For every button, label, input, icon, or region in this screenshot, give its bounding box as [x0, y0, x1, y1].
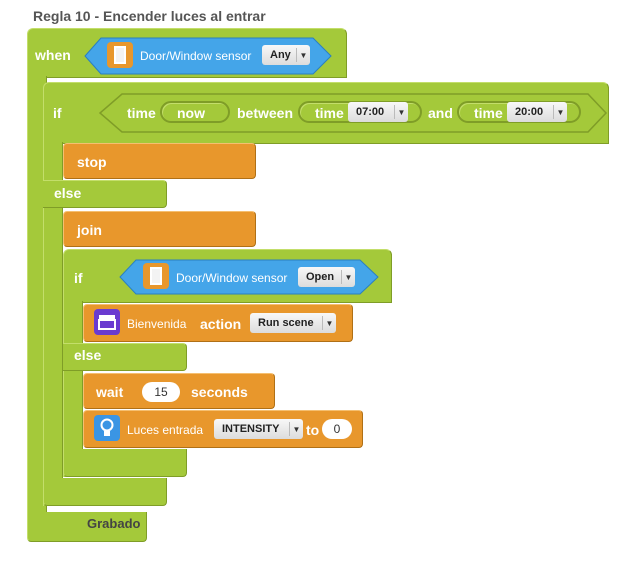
- scene-action-label: action: [200, 316, 242, 332]
- inner-if-footer: [63, 449, 187, 477]
- if-block-spine: [43, 142, 63, 506]
- chevron-down-icon: ▼: [296, 48, 310, 62]
- when-sensor-dropdown[interactable]: Any ▼: [262, 45, 310, 65]
- light-property-value: INTENSITY: [222, 423, 280, 435]
- else-block[interactable]: [43, 180, 167, 208]
- join-block[interactable]: [63, 211, 256, 247]
- light-property-dropdown[interactable]: INTENSITY ▼: [214, 419, 303, 439]
- scene-action-dropdown[interactable]: Run scene ▼: [250, 313, 336, 333]
- end-time-dropdown[interactable]: 20:00 ▼: [507, 102, 567, 122]
- wait-label: wait: [96, 384, 124, 400]
- chevron-down-icon: ▼: [553, 105, 567, 119]
- and-label: and: [428, 105, 453, 121]
- door-window-icon: [143, 263, 169, 289]
- if-label: if: [53, 105, 62, 121]
- door-window-icon: [107, 42, 133, 68]
- wait-unit-label: seconds: [191, 384, 248, 400]
- when-label: when: [35, 47, 71, 63]
- save-status: Grabado: [87, 516, 141, 531]
- rule-title: Regla 10 - Encender luces al entrar: [33, 8, 266, 24]
- light-value-input[interactable]: 0: [322, 419, 352, 439]
- now-label: now: [177, 105, 205, 121]
- light-name: Luces entrada: [127, 423, 204, 437]
- light-to-label: to: [306, 422, 320, 438]
- when-sensor-name: Door/Window sensor: [140, 49, 252, 63]
- between-label: between: [237, 105, 294, 121]
- chevron-down-icon: ▼: [322, 316, 336, 330]
- time-end-label: time: [474, 105, 503, 121]
- time-label: time: [127, 105, 156, 121]
- chevron-down-icon: ▼: [394, 105, 408, 119]
- when-sensor-value: Any: [270, 49, 291, 61]
- inner-sensor-name: Door/Window sensor: [176, 271, 288, 285]
- inner-if-label: if: [74, 270, 83, 286]
- inner-sensor-value: Open: [306, 271, 335, 283]
- if-block-footer: [43, 478, 167, 506]
- start-time-value: 07:00: [356, 106, 385, 118]
- inner-sensor-dropdown[interactable]: Open ▼: [298, 267, 355, 287]
- stop-label: stop: [77, 154, 107, 170]
- clapperboard-icon: [94, 309, 120, 335]
- end-time-value: 20:00: [515, 106, 544, 118]
- else-label: else: [54, 185, 82, 201]
- chevron-down-icon: ▼: [341, 270, 355, 284]
- inner-else-block[interactable]: [63, 343, 187, 371]
- time-start-label: time: [315, 105, 344, 121]
- chevron-down-icon: ▼: [289, 422, 303, 436]
- start-time-dropdown[interactable]: 07:00 ▼: [348, 102, 408, 122]
- lightbulb-icon: [94, 415, 120, 441]
- now-pill[interactable]: [160, 101, 230, 123]
- inner-else-label: else: [74, 347, 102, 363]
- scene-name: Bienvenida: [127, 317, 187, 331]
- join-label: join: [77, 222, 102, 238]
- stop-block[interactable]: [63, 143, 256, 179]
- wait-seconds-input[interactable]: 15: [142, 382, 180, 402]
- scene-action-value: Run scene: [258, 317, 314, 329]
- when-block-footer: [27, 512, 147, 542]
